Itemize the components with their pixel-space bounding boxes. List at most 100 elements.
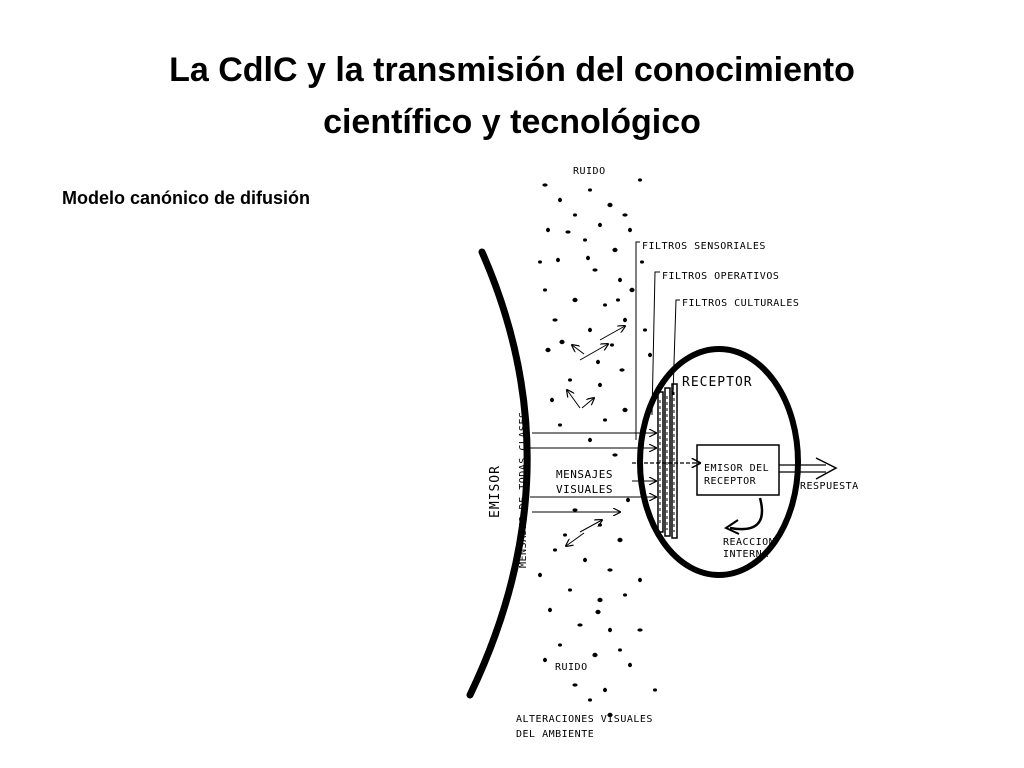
messages-all-kinds-label: MENSAJES DE TODAS CLASES xyxy=(518,412,529,569)
noise-dot xyxy=(583,557,587,563)
noise-dot xyxy=(622,213,628,217)
noise-dot xyxy=(572,297,578,303)
filter-sensory-layer xyxy=(657,391,664,533)
noise-dot xyxy=(572,508,578,512)
receiver-emitter-label-1: EMISOR DEL xyxy=(704,463,769,474)
ambient-alterations-label-1: ALTERACIONES VISUALES xyxy=(516,714,653,725)
noise-dot xyxy=(548,607,552,613)
slide-subtitle: Modelo canónico de difusión xyxy=(62,188,311,208)
noise-dot xyxy=(583,238,587,242)
noise-dot xyxy=(610,343,614,347)
noise-dot xyxy=(623,317,627,323)
noise-dot xyxy=(623,593,627,597)
noise-dot xyxy=(648,352,652,358)
filter-operative-layer xyxy=(664,387,671,537)
noise-dot xyxy=(553,548,557,552)
noise-dot xyxy=(612,247,618,253)
slide-title: La CdlC y la transmisión del conocimient… xyxy=(0,44,1024,148)
internal-reaction-label-2: INTERNA xyxy=(723,549,769,560)
filters-cultural-label: FILTROS CULTURALES xyxy=(682,298,799,309)
noise-dot xyxy=(617,537,623,543)
noise-dot xyxy=(568,588,572,592)
noise-dot xyxy=(543,657,547,663)
receiver-emitter-label-2: RECEPTOR xyxy=(704,476,757,487)
noise-dot xyxy=(588,327,592,333)
noise-dot xyxy=(588,698,592,702)
noise-dot xyxy=(603,303,607,307)
receiver-emitter-box xyxy=(696,444,780,496)
noise-dot xyxy=(653,688,657,692)
receiver-label: RECEPTOR xyxy=(682,375,753,390)
noise-dot xyxy=(612,453,618,457)
noise-dot xyxy=(573,213,577,217)
noise-dot xyxy=(545,347,551,353)
noise-dot xyxy=(618,648,622,652)
noise-dots xyxy=(538,178,657,718)
noise-bottom-label: RUIDO xyxy=(555,662,588,673)
noise-dot xyxy=(538,260,542,264)
noise-dot xyxy=(588,437,592,443)
emitter-arc xyxy=(466,248,531,699)
noise-dot xyxy=(603,418,607,422)
receiver-ellipse xyxy=(637,346,801,578)
noise-dot xyxy=(577,623,583,627)
filter-cultural-layer xyxy=(671,383,678,539)
noise-dot xyxy=(558,423,562,427)
noise-dot xyxy=(638,178,642,182)
filters-sensory-label: FILTROS SENSORIALES xyxy=(642,241,766,252)
noise-dot xyxy=(538,572,542,578)
noise-dot xyxy=(629,287,635,293)
noise-dot xyxy=(550,397,554,403)
noise-dot xyxy=(592,652,598,658)
noise-dot xyxy=(565,230,571,234)
noise-dot xyxy=(596,359,600,365)
noise-top-label: RUIDO xyxy=(573,166,606,177)
noise-dot xyxy=(598,523,602,527)
noise-dot xyxy=(628,662,632,668)
noise-dot xyxy=(607,202,613,208)
slide-title-line-2: científico y tecnológico xyxy=(323,103,701,141)
noise-dot xyxy=(598,222,602,228)
filters-operative-label: FILTROS OPERATIVOS xyxy=(662,271,779,282)
noise-dot xyxy=(572,683,578,687)
noise-dot xyxy=(626,497,630,503)
noise-dot xyxy=(643,328,647,332)
noise-dot xyxy=(568,378,572,382)
noise-dot xyxy=(588,188,592,192)
noise-dot xyxy=(628,227,632,233)
noise-dot xyxy=(586,255,590,261)
noise-dot xyxy=(638,577,642,583)
response-label: RESPUESTA xyxy=(800,481,859,492)
noise-dot xyxy=(597,597,603,603)
noise-dot xyxy=(595,609,601,615)
noise-dot xyxy=(592,268,598,272)
noise-dot xyxy=(558,197,562,203)
noise-dot xyxy=(618,277,622,283)
noise-dot xyxy=(556,257,560,263)
visual-messages-label-2: VISUALES xyxy=(556,483,613,496)
noise-dot xyxy=(616,298,620,302)
noise-dot xyxy=(637,628,643,632)
ambient-alterations-label-2: DEL AMBIENTE xyxy=(516,729,594,740)
noise-dot xyxy=(563,533,567,537)
message-arrows xyxy=(530,326,700,546)
noise-dot xyxy=(546,227,550,233)
noise-dot xyxy=(608,627,612,633)
internal-reaction-arrow xyxy=(729,497,764,531)
emitter-label: EMISOR xyxy=(488,465,503,518)
noise-dot xyxy=(558,643,562,647)
noise-dot xyxy=(603,687,607,693)
noise-dot xyxy=(542,183,548,187)
noise-dot xyxy=(559,339,565,345)
noise-dot xyxy=(640,260,644,264)
noise-dot xyxy=(607,712,613,718)
slide-title-line-1: La CdlC y la transmisión del conocimient… xyxy=(169,51,855,89)
visual-messages-label-1: MENSAJES xyxy=(556,468,613,481)
noise-dot xyxy=(543,288,547,292)
noise-dot xyxy=(552,318,558,322)
internal-reaction-label-1: REACCION xyxy=(723,537,775,548)
noise-dot xyxy=(619,368,625,372)
noise-dot xyxy=(607,568,613,572)
noise-dot xyxy=(622,407,628,413)
